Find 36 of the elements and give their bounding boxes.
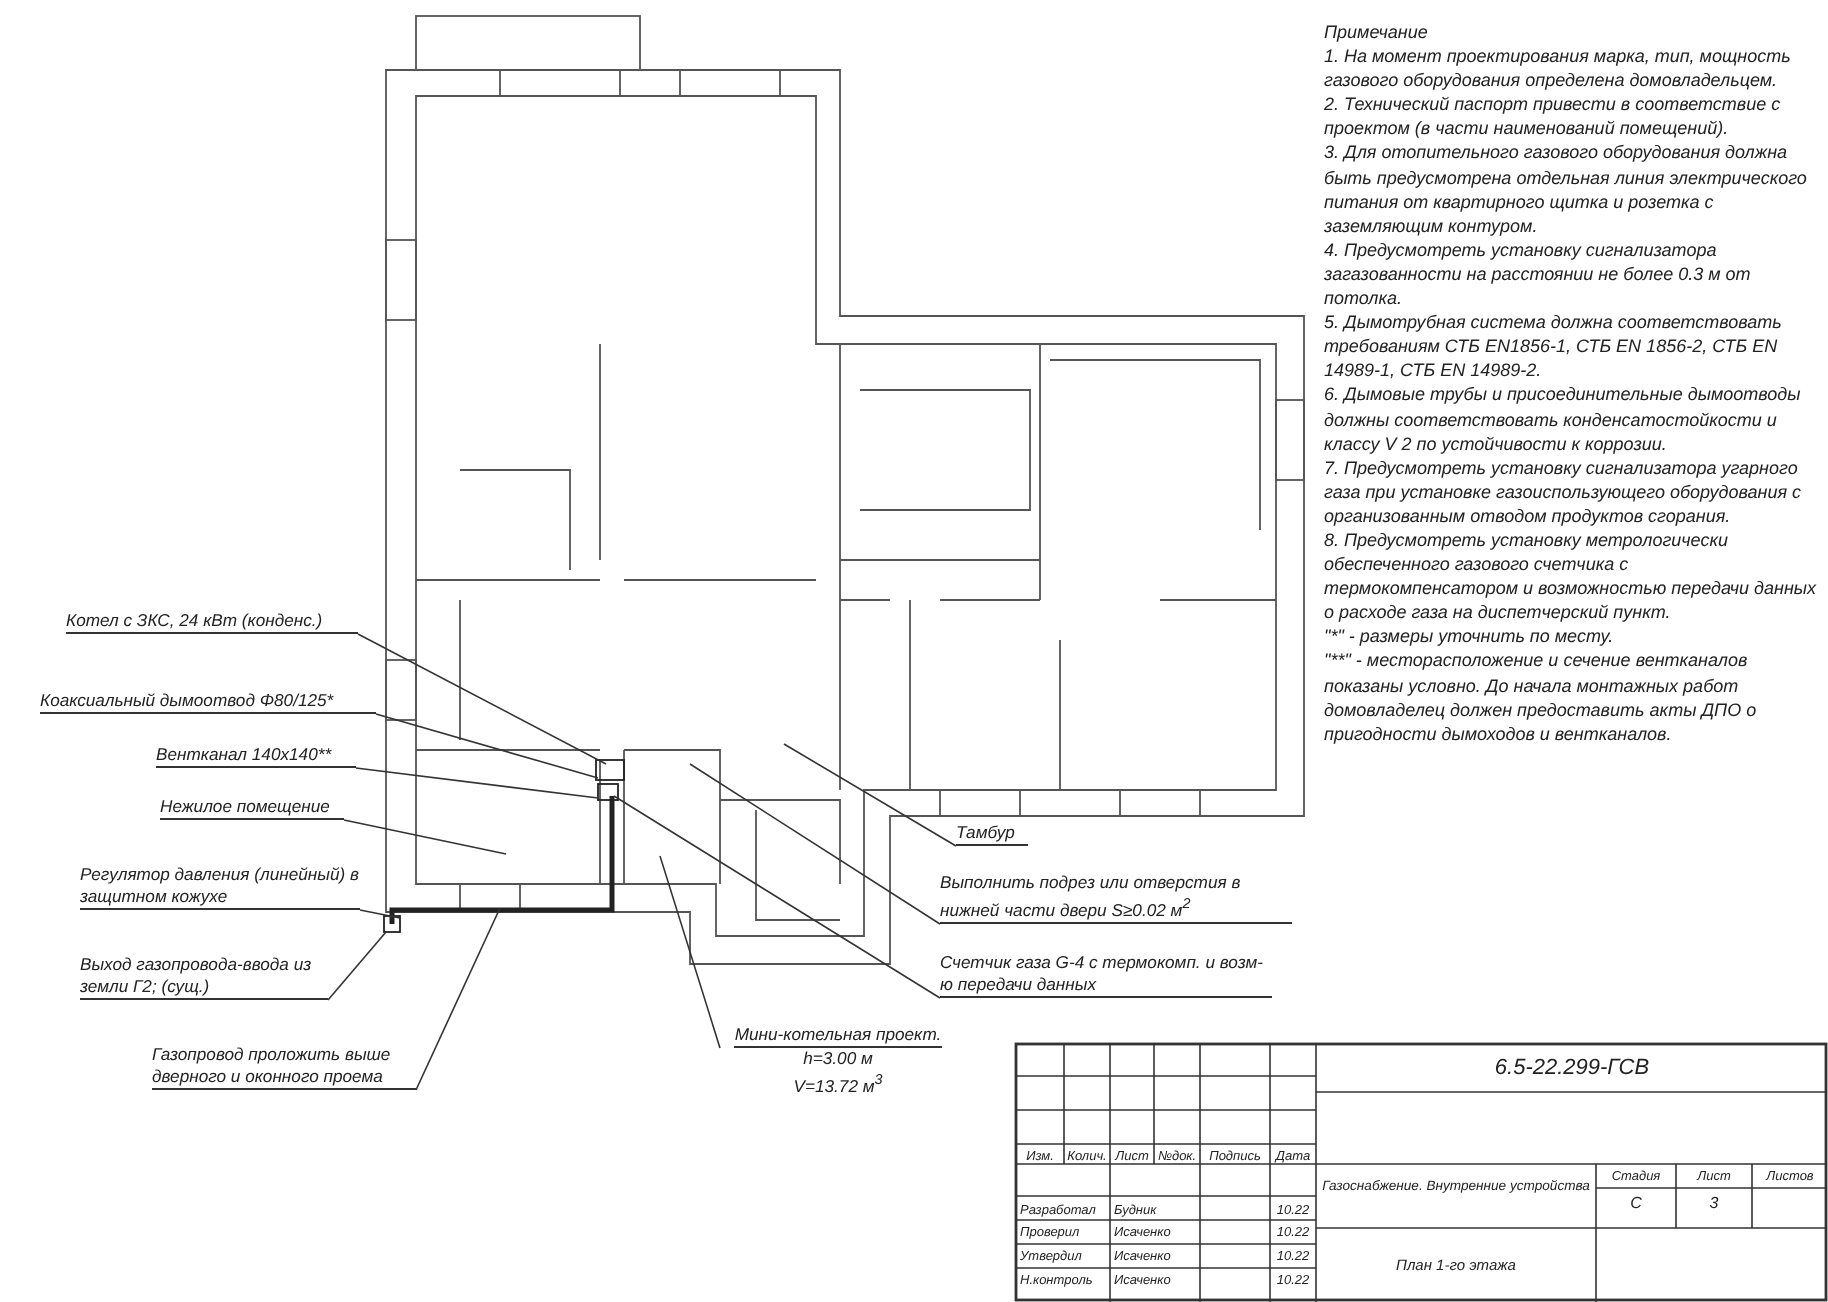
note-text: 6. Дымовые трубы и присоединительные дымоотводы должны соответствовать конденсатостойкости и классу V 2 по устойчивости к коррозии. [1324, 382, 1803, 456]
note-text: 7. Предусмотреть установку сигнализатора угарного газа при установке газоиспользующего оборудования с организованным отводом продуктов сгорания. [1324, 455, 1804, 528]
title-block-text: 6.5-22.299-ГСВ [1492, 1054, 1652, 1082]
leader-line [415, 907, 501, 1091]
callout-label: Котел с ЗКС, 24 кВт (конденс.) [66, 610, 358, 634]
leader-line [359, 909, 401, 919]
leader-line [355, 767, 599, 799]
callout-label: Нежилое помещение [160, 796, 344, 820]
note-text: "*" - размеры уточнить по месту. [1324, 624, 1616, 649]
callout-label: Газопровод проложить выше дверного и оконного проема [152, 1044, 416, 1090]
callout-label: Выполнить подрез или отверстия в нижней части двери S≥0.02 м$^{2}$ [940, 872, 1292, 924]
leader-line [613, 795, 941, 999]
callout-label: Тамбур [956, 822, 1028, 846]
leader-line [343, 819, 507, 855]
notes-heading: Примечание [1324, 20, 1430, 45]
leader-line [375, 713, 599, 779]
note-text: 1. На момент проектирования марка, тип, мощность газового оборудования определена домовладельцем. [1324, 44, 1793, 93]
leader-line [357, 633, 607, 765]
leader-line [689, 763, 941, 925]
note-text: 2. Технический паспорт привести в соответствие с проектом (в части наименований помещений). [1324, 92, 1783, 141]
note-text: 8. Предусмотреть установку метрологически обеспеченного газового счетчика с термокомпенсатором и возможностью передачи данных о расходе газа на диспетчерский пункт. [1324, 527, 1819, 625]
leader-line [327, 931, 387, 1001]
note-text: 5. Дымотрубная система должна соответствовать требованиям СТБ EN1856-1, СТБ EN 1856-2, СТБ EN 14989-1, СТБ EN 14989-2. [1324, 310, 1784, 383]
callout-label: Регулятор давления (линейный) в защитном кожухе [80, 864, 360, 910]
note-text: 3. Для отопительного газового оборудования должна быть предусмотрена отдельная линия электрического питания от квартирного щитка и розетка с заземляющим контуром. [1324, 140, 1809, 238]
leader-line [783, 743, 957, 847]
callout-label: Счетчик газа G-4 с термокомп. и возм-ю передачи данных [940, 952, 1272, 998]
callout-label: Выход газопровода-ввода из земли Г2; (сущ.) [80, 954, 328, 1000]
title-block-text: С [1628, 1192, 1644, 1214]
note-text: 4. Предусмотреть установку сигнализатора загазованности на расстоянии не более 0.3 м от потолка. [1324, 237, 1753, 311]
callout-label: Мини-котельная проект. h=3.00 м V=13.72 м$^{3}$ [720, 1024, 956, 1098]
callout-label: Коаксиальный дымоотвод Φ80/125* [40, 690, 376, 714]
note-text: "**" - месторасположение и сечение вентканалов показаны условно. До начала монтажных работ домовладелец должен предоставить акты ДПО о пригодности дымоходов и вентканалов. [1324, 648, 1759, 746]
leader-line [659, 855, 721, 1049]
callout-label: Вентканал 140х140** [156, 744, 356, 768]
title-block-text: 3 [1707, 1192, 1721, 1214]
